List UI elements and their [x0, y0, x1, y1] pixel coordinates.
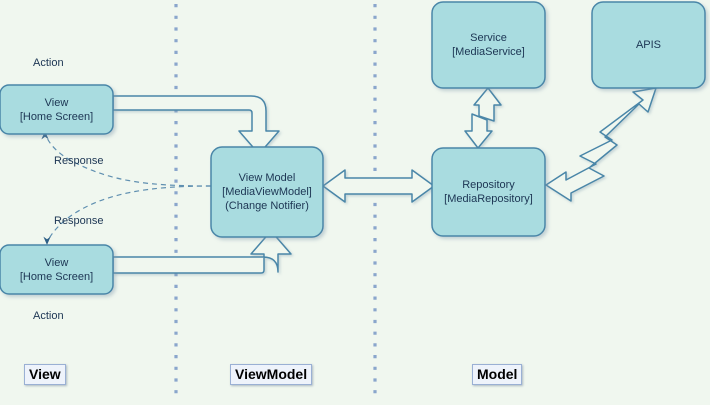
- layer-chip-model: Model: [472, 364, 523, 385]
- dashed-response-top: [41, 131, 212, 187]
- response-bottom-label: Response: [54, 215, 104, 227]
- service-node-shape[interactable]: [431, 1, 546, 89]
- action-top-label: Action: [33, 57, 64, 69]
- arrow-service-repository-down: [464, 113, 493, 149]
- arrow-view-bottom-to-viewmodel: [112, 230, 292, 274]
- node-shapes: [0, 1, 706, 295]
- arrow-repository-apis: [545, 87, 657, 202]
- response-top-label: Response: [54, 155, 104, 167]
- view-model-node-shape[interactable]: [210, 146, 324, 238]
- layer-chip-viewmodel: ViewModel: [230, 364, 313, 385]
- arrow-viewmodel-repository: [322, 169, 435, 203]
- dashed-response-bottom: [43, 185, 212, 245]
- view-bottom-node-shape[interactable]: [0, 244, 114, 295]
- arrow-repository-service-up: [473, 87, 502, 122]
- view-top-node-shape[interactable]: [0, 84, 114, 135]
- repository-node-shape[interactable]: [431, 147, 546, 237]
- apis-node-shape[interactable]: [591, 1, 706, 89]
- action-bottom-label: Action: [33, 310, 64, 322]
- arrow-view-top-to-viewmodel: [112, 95, 280, 155]
- layer-chip-view: View: [24, 364, 66, 385]
